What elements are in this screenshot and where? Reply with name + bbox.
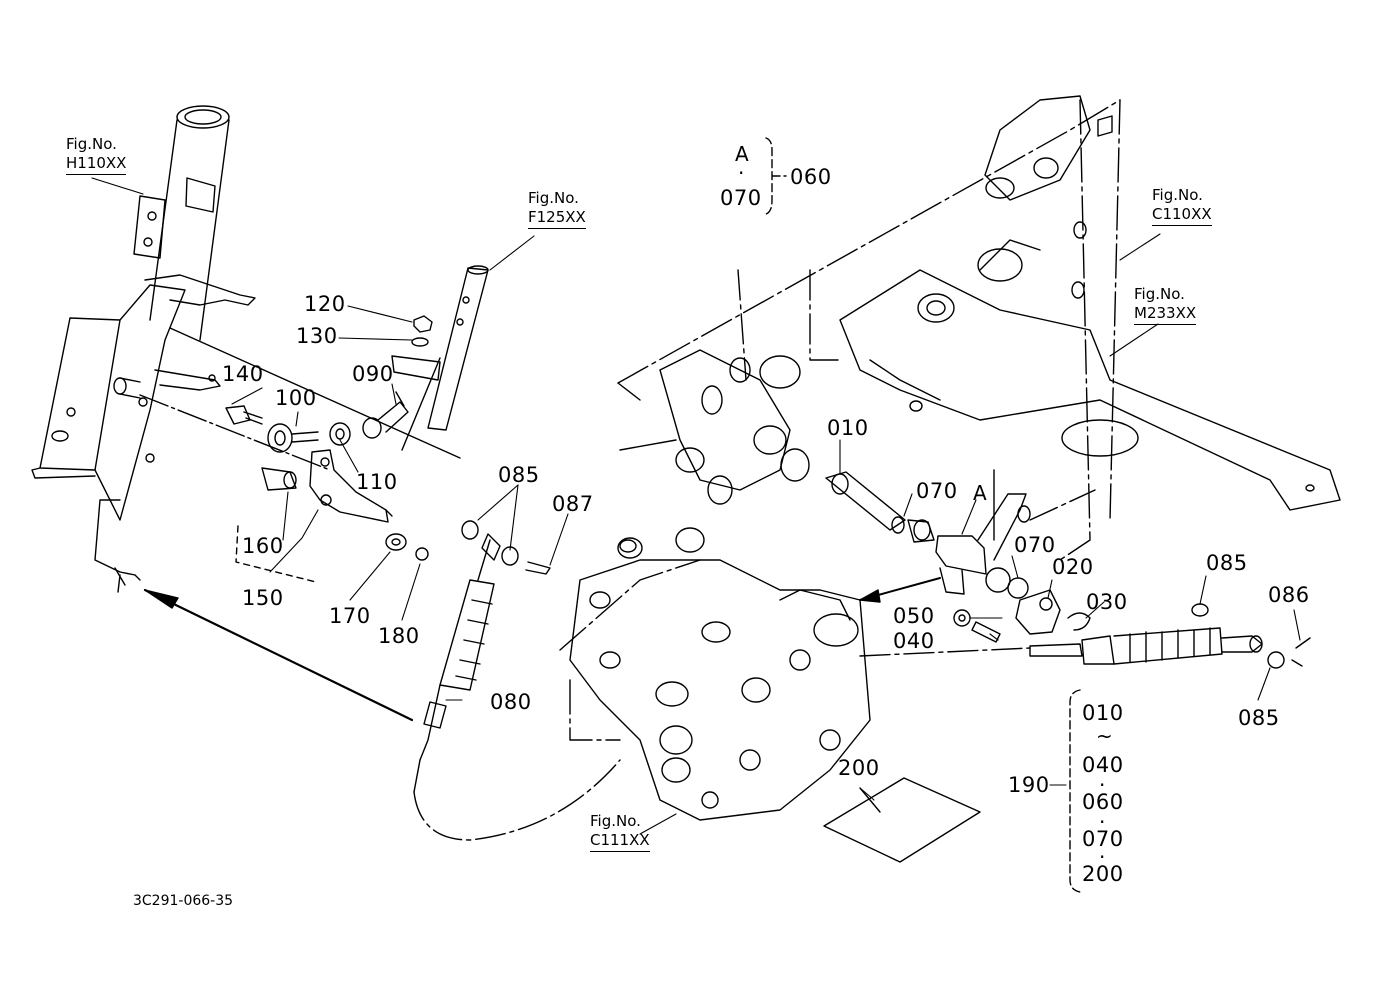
- link-line-a: [809, 269, 841, 361]
- callout-080: 080: [490, 690, 532, 714]
- callout-100: 100: [275, 386, 317, 410]
- housing-solid: [977, 95, 1113, 299]
- leader-lines: [91, 177, 1301, 835]
- main-housing: [559, 99, 1121, 741]
- fig-ref-c110-label: Fig.No.: [1152, 186, 1203, 204]
- callout-200: 200: [838, 756, 880, 780]
- callout-086: 086: [1268, 583, 1310, 607]
- callout-130: 130: [296, 324, 338, 348]
- control-cable: [413, 539, 621, 841]
- fig-ref-c111: Fig.No. C111XX: [590, 812, 650, 852]
- fig-ref-f125-label: Fig.No.: [528, 189, 579, 207]
- callout-180: 180: [378, 624, 420, 648]
- callout-087: 087: [552, 492, 594, 516]
- callout-140: 140: [222, 362, 264, 386]
- shaft-assembly: [825, 471, 1091, 643]
- callout-110: 110: [356, 470, 398, 494]
- callout-070-set: 070: [720, 186, 762, 210]
- axis-line-frame: [169, 327, 461, 459]
- fig-ref-c110-number: C110XX: [1152, 205, 1212, 226]
- control-cable-right: [1029, 603, 1311, 669]
- kit-item-060: 060: [1082, 790, 1124, 814]
- callout-085-lower-right: 085: [1238, 706, 1280, 730]
- fig-ref-h110-label: Fig.No.: [66, 135, 117, 153]
- fig-ref-c111-label: Fig.No.: [590, 812, 641, 830]
- fig-ref-h110-number: H110XX: [66, 154, 127, 175]
- set-060-dot: ·: [738, 161, 745, 185]
- callout-170: 170: [329, 604, 371, 628]
- callout-050: 050: [893, 604, 935, 628]
- callout-160: 160: [242, 534, 284, 558]
- axis-line-f125: [401, 357, 441, 451]
- fig-ref-m233-label: Fig.No.: [1134, 285, 1185, 303]
- fig-ref-c111-number: C111XX: [590, 831, 650, 852]
- callout-085-upper-right: 085: [1206, 551, 1248, 575]
- lever-bracket: [31, 105, 256, 593]
- callout-020: 020: [1052, 555, 1094, 579]
- link-line-c: [619, 439, 677, 451]
- link-line-b: [737, 269, 747, 381]
- fig-ref-h110: Fig.No. H110XX: [66, 135, 127, 175]
- fig-ref-f125: Fig.No. F125XX: [528, 189, 586, 229]
- label-sheet-200: [823, 777, 981, 863]
- callout-085-left: 085: [498, 463, 540, 487]
- leader-200: [859, 787, 881, 813]
- callout-150: 150: [242, 586, 284, 610]
- callout-030: 030: [1086, 590, 1128, 614]
- link-line-e: [859, 647, 1031, 657]
- fig-ref-m233: Fig.No. M233XX: [1134, 285, 1197, 325]
- callout-010: 010: [827, 416, 869, 440]
- bracket-190: [1069, 689, 1081, 893]
- callout-060: 060: [790, 165, 832, 189]
- callout-190: 190: [1008, 773, 1050, 797]
- cable-arrowhead: [144, 589, 179, 609]
- kit-dot-3: ·: [1099, 845, 1106, 869]
- fig-ref-c110: Fig.No. C110XX: [1152, 186, 1212, 226]
- cable-arrow-line: [143, 588, 414, 722]
- fig-ref-f125-number: F125XX: [528, 208, 586, 229]
- set-060-marker-a: A: [735, 142, 749, 166]
- drawing-number: 3C291-066-35: [133, 893, 234, 909]
- kit-dot-2: ·: [1099, 810, 1106, 834]
- callout-040: 040: [893, 629, 935, 653]
- kit-item-040: 040: [1082, 753, 1124, 777]
- kit-range-symbol: ~: [1096, 724, 1113, 748]
- bracket-060: [765, 137, 787, 215]
- valve-body: [569, 349, 871, 821]
- link-line-d: [1029, 489, 1096, 521]
- callout-070-lower: 070: [1014, 533, 1056, 557]
- kit-item-200: 200: [1082, 862, 1124, 886]
- kit-item-070: 070: [1082, 827, 1124, 851]
- hardware-parts-left: [225, 265, 551, 575]
- callout-090: 090: [352, 362, 394, 386]
- callout-120: 120: [304, 292, 346, 316]
- kit-dot-1: ·: [1099, 773, 1106, 797]
- kit-item-010: 010: [1082, 701, 1124, 725]
- fig-ref-m233-number: M233XX: [1134, 304, 1197, 325]
- group-bracket-150: [235, 525, 317, 583]
- marker-a-lever: A: [973, 481, 987, 505]
- callout-070-upper: 070: [916, 479, 958, 503]
- plate-m233: [839, 269, 1341, 511]
- axis-line-left: [139, 394, 331, 471]
